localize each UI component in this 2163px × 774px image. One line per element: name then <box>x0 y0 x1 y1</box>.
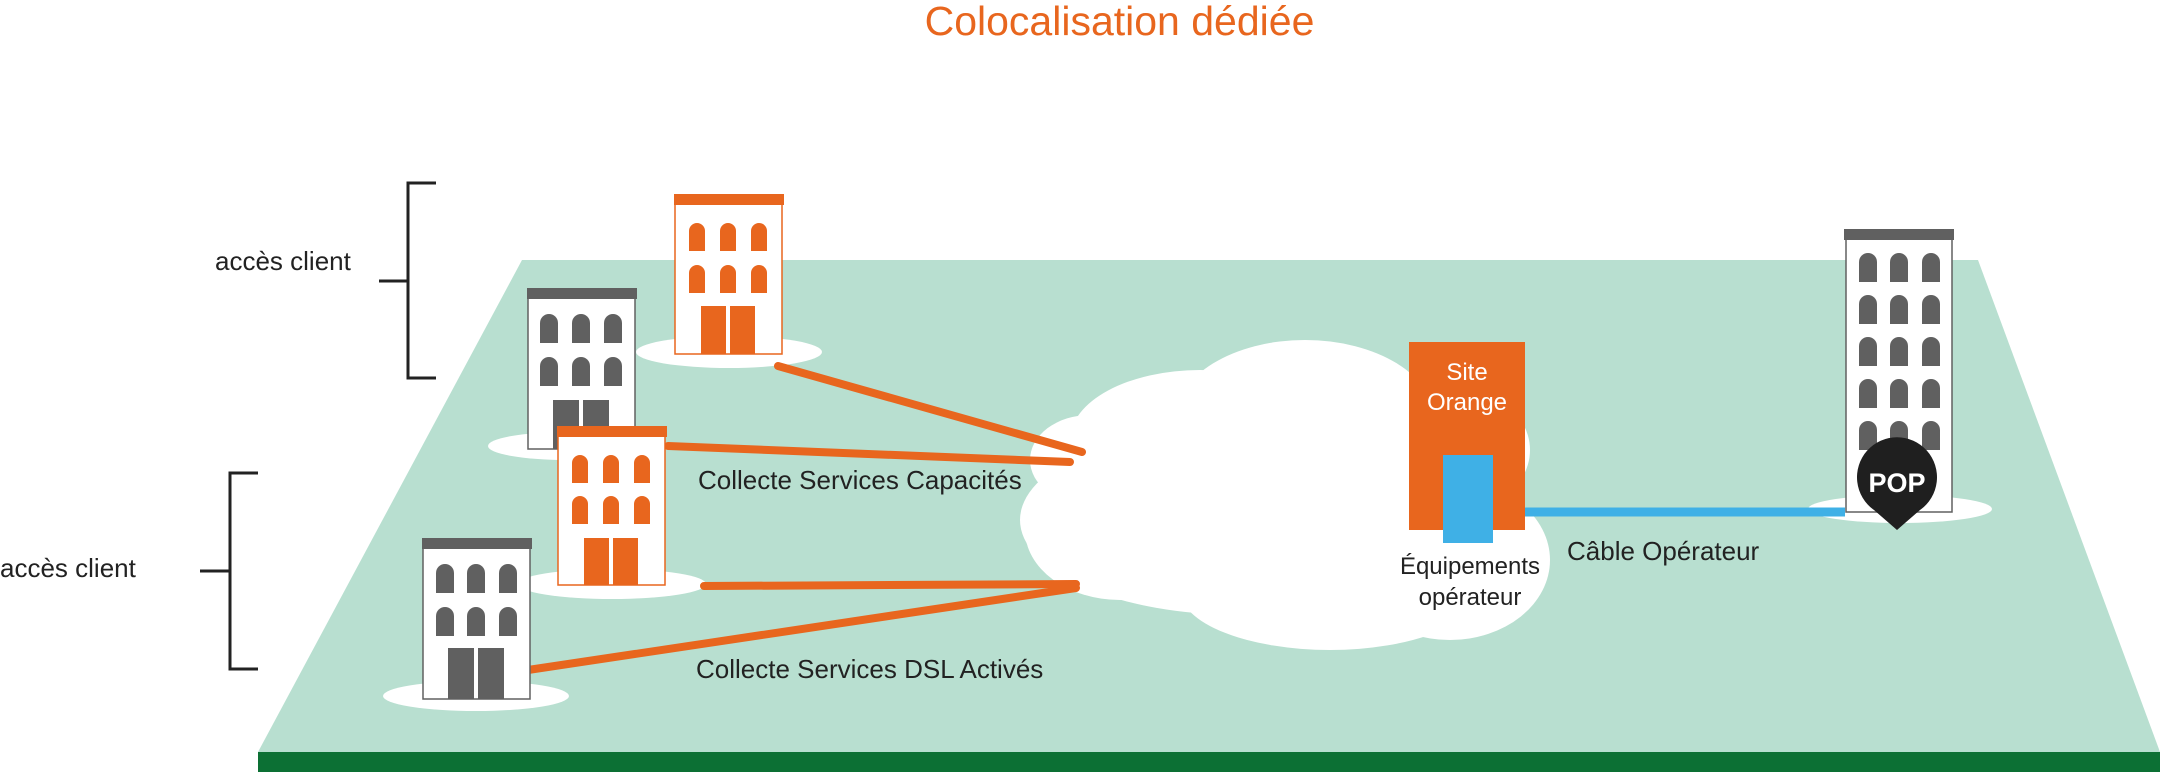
cable-operateur-label: Câble Opérateur <box>1567 536 1760 566</box>
line-dsl-1 <box>700 580 1080 590</box>
building-gray-top <box>527 288 637 450</box>
pop-label: POP <box>1868 468 1925 498</box>
line-dsl-2 <box>524 584 1080 674</box>
site-orange-label: Site Orange <box>1409 358 1525 418</box>
bracket-bottom <box>200 471 258 671</box>
bracket-top <box>379 181 436 380</box>
ground-edge <box>258 752 2160 772</box>
collecte-capacites-label: Collecte Services Capacités <box>698 465 1022 495</box>
access-client-label-top: accès client <box>215 246 351 276</box>
equipements-operateur-label: Équipements opérateur <box>1370 551 1570 613</box>
building-orange-middle <box>557 426 667 586</box>
building-gray-bottom <box>422 538 532 700</box>
operator-equipment-rack <box>1443 455 1493 543</box>
access-client-label-bottom: accès client <box>0 553 136 583</box>
equipements-label-line1: Équipements <box>1399 553 1541 580</box>
site-label-line1: Site <box>1446 359 1488 386</box>
collecte-dsl-label: Collecte Services DSL Activés <box>696 654 1044 684</box>
site-orange-building <box>1409 342 1525 543</box>
collecte-lines <box>524 362 1086 674</box>
equipements-label-line2: opérateur <box>1418 584 1522 611</box>
site-label-line2: Orange <box>1426 389 1508 416</box>
building-orange-top <box>674 194 784 355</box>
line-cap-2 <box>664 442 1074 466</box>
line-cap-1 <box>774 362 1086 456</box>
pop-marker-icon: POP <box>1857 437 1938 530</box>
page-title: Colocalisation dédiée <box>924 0 1315 44</box>
